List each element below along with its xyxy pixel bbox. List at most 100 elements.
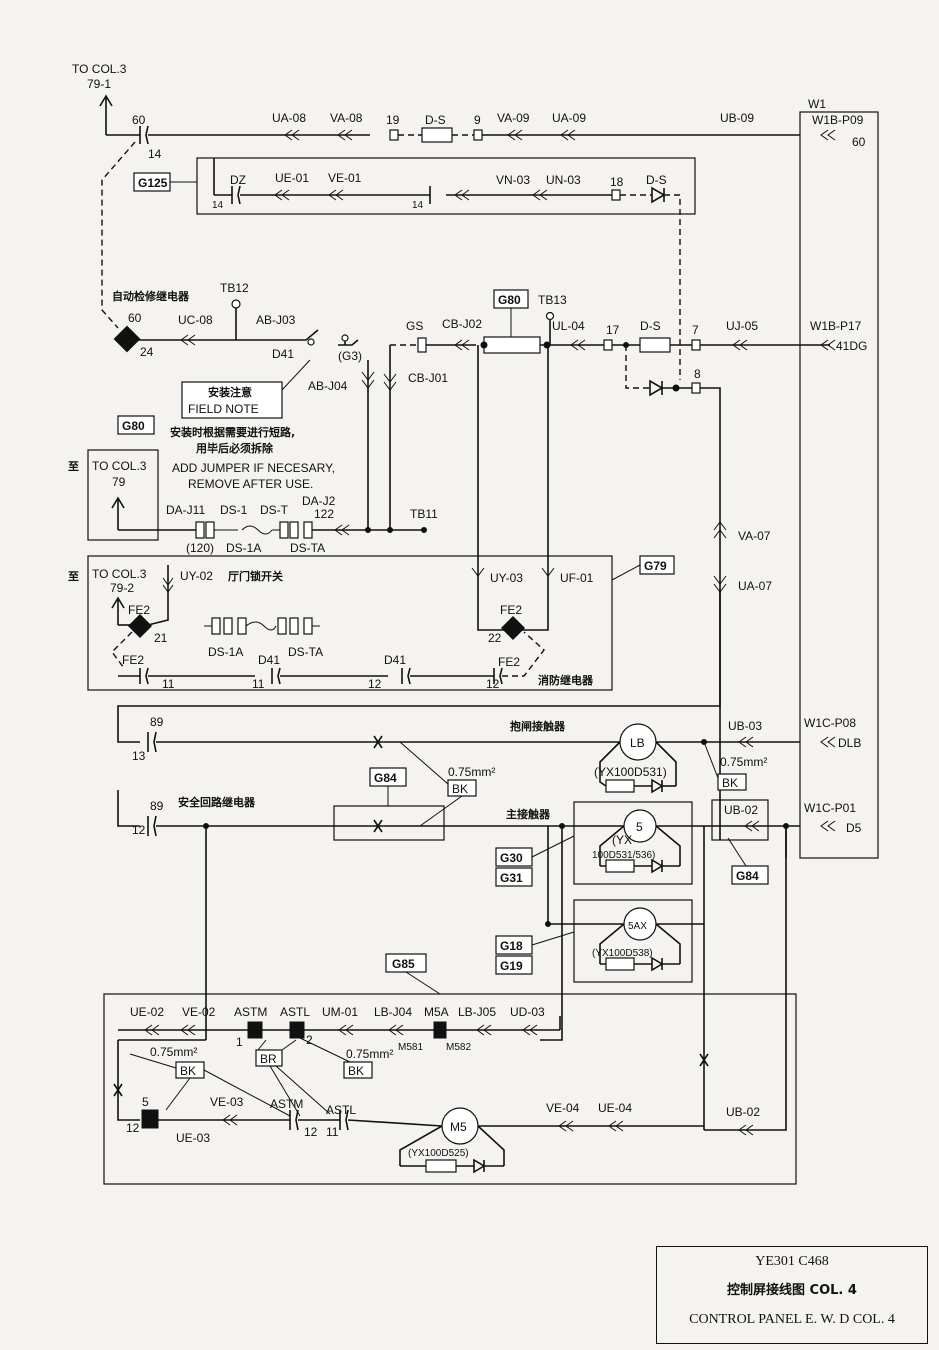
- note-door-switch: 厅门锁开关: [228, 569, 283, 583]
- coil-5ax: 5AX: [628, 921, 647, 932]
- label-d41-a: D41: [272, 347, 294, 361]
- label-122: 122: [314, 507, 334, 521]
- ref-zhi-b: 至: [68, 570, 79, 583]
- label-ue03: UE-03: [176, 1131, 210, 1145]
- label-uj05: UJ-05: [726, 319, 758, 333]
- label-cbj01: CB-J01: [408, 371, 448, 385]
- title-block: YE301 C468 控制屏接线图 COL. 4 CONTROL PANEL E…: [656, 1246, 928, 1344]
- label-m582: M582: [446, 1042, 471, 1053]
- label-21: 21: [154, 631, 168, 645]
- label-m5a: M5A: [424, 1005, 449, 1019]
- label-uc08: UC-08: [178, 313, 213, 327]
- label-11-c: 11: [326, 1125, 339, 1139]
- label-89-b: 89: [150, 799, 164, 813]
- label-tb12: TB12: [220, 281, 249, 295]
- label-un03: UN-03: [546, 173, 581, 187]
- label-ds1a: DS-1A: [226, 541, 261, 555]
- label-8: 8: [694, 367, 701, 381]
- label-41dg: 41DG: [836, 339, 867, 353]
- note-main-contactor: 主接触器: [506, 807, 551, 821]
- box-g84-b: G84: [736, 869, 759, 883]
- label-yx538: (YX100D538): [592, 948, 653, 959]
- ref-to-col3-top: TO COL.3: [72, 62, 127, 76]
- label-w1c-p01: W1C-P01: [804, 801, 856, 815]
- label-ve03: VE-03: [210, 1095, 244, 1109]
- label-60-relay: 60: [128, 311, 142, 325]
- label-vn03: VN-03: [496, 173, 530, 187]
- label-ue01: UE-01: [275, 171, 309, 185]
- note-wire-075-d: 0.75mm²: [346, 1047, 393, 1061]
- label-d41-b: D41: [258, 653, 280, 667]
- label-ds-1: D-S: [425, 113, 446, 127]
- label-22: 22: [488, 631, 502, 645]
- box-g19: G19: [500, 959, 523, 973]
- w1-terminal-box: [799, 111, 879, 859]
- label-ue04: UE-04: [598, 1101, 632, 1115]
- drawing-number: YE301 C468: [755, 1254, 829, 1269]
- label-dst: DS-T: [260, 503, 289, 517]
- label-12-b: 12: [486, 677, 500, 691]
- label-astm-b: ASTM: [270, 1097, 303, 1111]
- note-safety-relay: 安全回路继电器: [178, 795, 256, 809]
- label-daj11: DA-J11: [166, 503, 205, 517]
- note-field-cn: 安装注意: [208, 385, 252, 399]
- g79-group: 至 TO COL.3 79-2 UY-02 厅门锁开关 FE2 21 FE2 1…: [68, 345, 675, 691]
- label-tb13: TB13: [538, 293, 567, 307]
- label-yx525: (YX100D525): [408, 1148, 469, 1159]
- label-ue02: UE-02: [130, 1005, 164, 1019]
- box-g31: G31: [500, 871, 523, 885]
- box-g18: G18: [500, 939, 523, 953]
- label-18: 18: [610, 175, 624, 189]
- note-jumper-cn1: 安装时根据需要进行短路,: [170, 425, 295, 439]
- box-g79: G79: [644, 559, 667, 573]
- label-14-b: 14: [412, 200, 424, 211]
- coil-m5: M5: [450, 1120, 467, 1134]
- label-cbj02: CB-J02: [442, 317, 482, 331]
- field-note: 安装注意 FIELD NOTE 安装时根据需要进行短路, 用毕后必须拆除 ADD…: [170, 359, 335, 491]
- coil-5: 5: [636, 820, 643, 834]
- label-89-a: 89: [150, 715, 164, 729]
- label-ua08: UA-08: [272, 111, 306, 125]
- label-m581: M581: [398, 1042, 423, 1053]
- label-w1: W1: [808, 97, 826, 111]
- g85-group: G85 UE-02 VE-02 ASTM ASTL UM-01 LB-J04 M…: [103, 826, 797, 1185]
- label-12-c: 12: [132, 823, 146, 837]
- label-fe2-a: FE2: [128, 603, 150, 617]
- note-wire-075-b: 0.75mm²: [720, 755, 767, 769]
- label-abj03: AB-J03: [256, 313, 296, 327]
- label-astm: ASTM: [234, 1005, 267, 1019]
- label-um01: UM-01: [322, 1005, 358, 1019]
- box-bk3: BK: [180, 1064, 196, 1078]
- label-5-b: 5: [142, 1095, 149, 1109]
- label-ve02: VE-02: [182, 1005, 216, 1019]
- box-bk2: BK: [722, 776, 738, 790]
- box-g80-a: G80: [498, 293, 521, 307]
- label-w1c-p08: W1C-P08: [804, 716, 856, 730]
- label-19: 19: [386, 113, 400, 127]
- label-gs: GS: [406, 319, 423, 333]
- label-ds-1-top: DS-1: [220, 503, 248, 517]
- label-14-top: 14: [148, 147, 162, 161]
- box-g85: G85: [392, 957, 415, 971]
- label-ds1a-b: DS-1A: [208, 645, 243, 659]
- label-24: 24: [140, 345, 154, 359]
- label-ul04: UL-04: [552, 319, 585, 333]
- ref-to-col3-mid: TO COL.3: [92, 459, 147, 473]
- label-dz: DZ: [230, 173, 246, 187]
- ref-to-col3-low-num: 79-2: [110, 581, 134, 595]
- relay-row: 自动检修继电器 TB12 60 24 UC-08 AB-J03 D41 (G3)…: [112, 281, 867, 840]
- drawing-title-cn: 控制屏接线图 COL. 4: [727, 1283, 857, 1298]
- label-12-e: 12: [304, 1125, 318, 1139]
- note-field-en: FIELD NOTE: [188, 402, 259, 416]
- label-lbj05: LB-J05: [458, 1005, 496, 1019]
- label-ub02-b: UB-02: [726, 1105, 760, 1119]
- label-va08: VA-08: [330, 111, 363, 125]
- g125-group: G125 DZ 14 UE-01 VE-01 14 VN-03 UN-03 18…: [133, 157, 696, 380]
- label-uy02: UY-02: [180, 569, 213, 583]
- box-g125: G125: [138, 176, 168, 190]
- label-fe2-b: FE2: [122, 653, 144, 667]
- label-fe2-c: FE2: [498, 655, 520, 669]
- note-jumper-en1: ADD JUMPER IF NECESARY,: [172, 461, 335, 475]
- label-ua07: UA-07: [738, 579, 772, 593]
